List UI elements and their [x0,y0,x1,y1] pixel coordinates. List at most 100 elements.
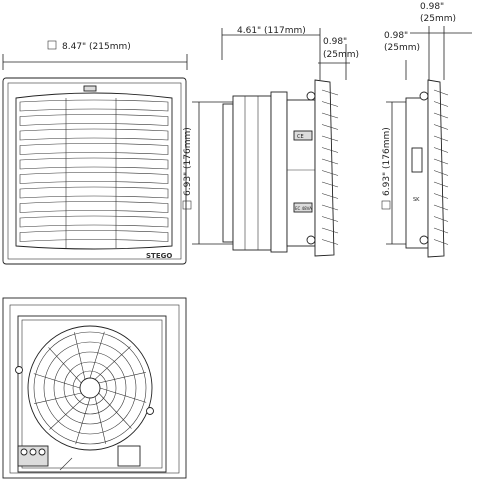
side-flange-in: 0.98" [323,37,347,47]
rear-screw-right [146,407,154,415]
side-front-flange [314,79,335,257]
louver-slat [19,157,169,170]
narrow-flange-fins [433,89,449,245]
flange-fin [433,89,449,96]
side-fan-housing [232,95,272,251]
rear-view [2,297,187,479]
flange-fin [433,112,449,119]
terminal-3 [38,448,46,456]
side-flange-mm: (25mm) [323,50,359,60]
fan-guard-ring [63,361,117,415]
fan-guard-ring-1 [33,331,147,445]
flange-fin [321,170,339,176]
fan-guard-spoke [98,372,146,384]
side-view: 4.61" (117mm) 0.98" (25mm) 6.93" (176mm)… [182,26,359,257]
fan-guard-spoke [89,331,105,379]
louver-slat [19,230,169,242]
terminal-2 [29,448,37,456]
filter-indicator [83,85,97,92]
fan-guard [33,331,147,445]
flange-fin [321,204,339,211]
right-flange-in: 0.98" [384,31,408,41]
flange-fin [433,170,449,176]
flange-fin [321,101,339,107]
fan-guard-spoke [99,387,147,403]
side-label-plate-1 [293,130,313,141]
side-height-checkbox [182,200,192,210]
flange-fin [433,124,449,130]
louver-slat [19,114,169,126]
side-mount-ring [270,91,288,253]
louver-slat [19,172,169,184]
rear-housing-inner [21,319,163,469]
right-flange-top-in: 0.98" [420,2,444,12]
terminal-1 [20,448,28,456]
grille-louvers [19,98,169,248]
front-frame-inner [7,82,182,260]
side-label-2: EC 48VA [295,206,312,211]
side-flange-fins [321,89,339,245]
flange-fin [433,204,449,211]
front-width-label: 8.47" (215mm) [62,42,131,52]
fan-guard-ring [72,370,108,406]
front-view: 8.47" (215mm) STEGO [2,40,188,265]
rear-screw-left [15,366,23,374]
flange-fin [321,124,339,130]
narrow-label: SK [413,197,420,203]
fan-guard-spoke [48,347,82,384]
fan-guard-spoke [75,397,91,445]
right-height-checkbox [381,200,391,210]
flange-fin [433,158,449,165]
narrow-screw-top [419,91,429,101]
narrow-body [405,97,429,249]
flange-fin [433,227,449,234]
flange-fin [321,239,339,245]
flange-fin [321,158,339,165]
rear-frame-inner [9,304,180,474]
side-height-label: 6.93" (176mm) [183,127,193,196]
flange-fin [321,147,339,153]
rear-connector [117,445,141,467]
louver-slat [19,99,169,112]
side-label-plate-2 [293,202,313,213]
brand-mark: STEGO [146,252,172,260]
right-height-label: 6.93" (176mm) [382,127,392,196]
flange-fin [433,147,449,153]
narrow-view: 0.98" (25mm) 0.98" (25mm) 6.93" (176mm) … [381,2,472,258]
fan-guard-spoke [34,392,82,404]
fan-guard-spoke [49,396,86,430]
grille-area [15,92,173,250]
right-flange-top-mm: (25mm) [420,14,456,24]
fan-guard-ring [53,351,127,425]
fan-guard-spoke [74,332,86,380]
flange-fin [433,193,449,199]
flange-fin [433,239,449,245]
flange-fin [433,181,449,188]
louver-slat [19,143,169,155]
flange-fin [321,193,339,199]
narrow-front-flange [427,79,445,258]
fan-guard-spoke [94,396,106,444]
fan-hub [79,377,101,399]
louver-slat [19,215,169,228]
flange-fin [321,227,339,234]
side-depth-label: 4.61" (117mm) [237,26,306,36]
flange-fin [433,216,449,222]
flange-fin [321,216,339,222]
louver-slat [19,186,169,199]
narrow-window [411,147,423,173]
flange-fin [321,89,339,96]
louver-slat [19,128,169,141]
front-width-checkbox [47,40,57,50]
side-screw-bottom [306,235,316,245]
flange-fin [433,101,449,107]
fan-guard-spoke [94,346,131,380]
fan-guard-spoke [33,373,81,389]
fan-guard-ring [43,341,137,435]
flange-fin [321,181,339,188]
rear-bracket-line [59,457,73,471]
fan-guard-spoke [98,392,132,429]
side-label-1: CE [297,134,304,140]
right-flange-mm: (25mm) [384,43,420,53]
